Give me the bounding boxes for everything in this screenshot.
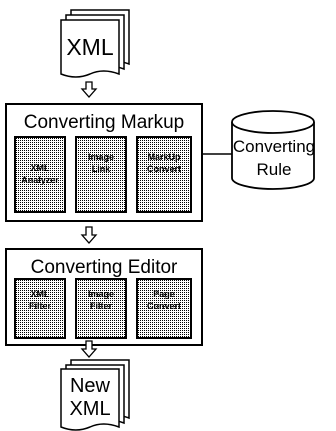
markup-convert-label-2: Convert	[147, 164, 181, 174]
xml-filter-label-1: XML	[31, 289, 51, 299]
converting-markup-box: Converting Markup XML Analyzer Image Lin…	[5, 103, 203, 222]
down-arrow-icon	[80, 81, 98, 98]
xml-filter-label-2: Filter	[29, 301, 52, 311]
converting-rule-label-1: Converting	[233, 137, 315, 156]
xml-analyzer-label-2: Analyzer	[21, 175, 59, 185]
page-convert-label-2: Convert	[147, 301, 181, 311]
new-xml-label-2: XML	[69, 398, 110, 420]
xml-filter-module	[14, 278, 66, 339]
image-link-label-2: Link	[92, 164, 111, 174]
down-arrow-icon	[80, 226, 98, 244]
markup-convert-module	[136, 136, 192, 213]
image-filter-module	[75, 278, 127, 339]
xml-analyzer-module	[14, 136, 66, 213]
image-filter-label-1: Image	[88, 289, 114, 299]
converting-editor-box: Converting Editor XML Filter Image Filte…	[5, 248, 203, 346]
down-arrow-icon	[80, 340, 98, 358]
image-link-label-1: Image	[88, 152, 114, 162]
markup-convert-label-1: MarkUp	[147, 152, 181, 162]
page-convert-module	[136, 278, 192, 339]
converting-rule-database: Converting Rule	[231, 110, 315, 190]
xml-analyzer-label-1: XML	[31, 163, 51, 173]
xml-document-stack: XML	[60, 9, 130, 78]
converting-rule-label-2: Rule	[257, 160, 292, 179]
image-filter-label-2: Filter	[90, 301, 113, 311]
new-xml-document-stack: New XML	[60, 359, 130, 431]
image-link-module	[75, 136, 127, 213]
xml-document-label: XML	[66, 34, 114, 60]
new-xml-label-1: New	[70, 375, 111, 397]
converting-markup-title: Converting Markup	[24, 112, 185, 133]
converting-editor-title: Converting Editor	[31, 257, 178, 278]
page-convert-label-1: Page	[153, 289, 175, 299]
